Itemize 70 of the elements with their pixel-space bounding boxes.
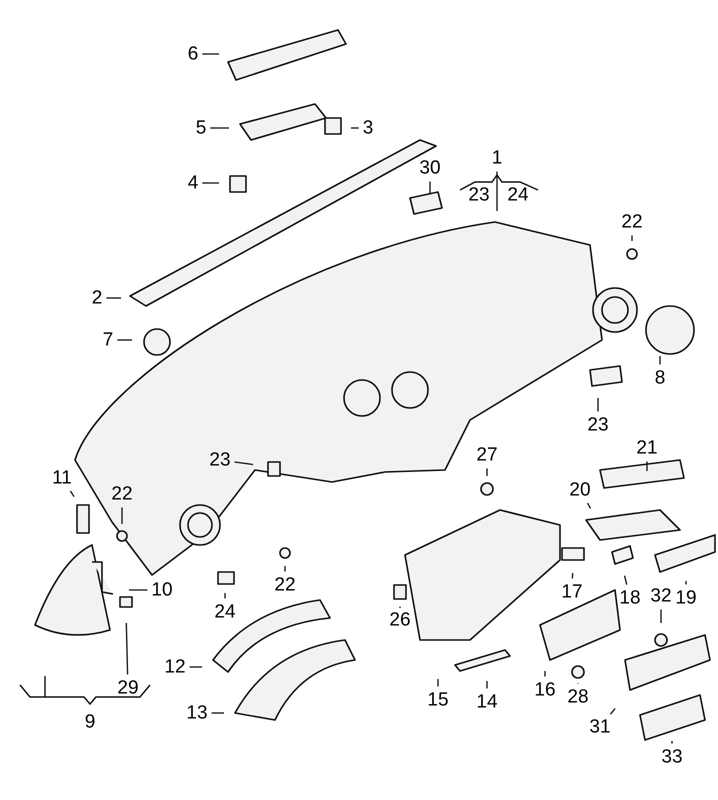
callout-number: 16 — [533, 680, 557, 700]
callout-number: 29 — [116, 678, 140, 698]
callout-number: 10 — [150, 580, 174, 600]
callout-number: 22 — [273, 574, 297, 596]
leader-line — [212, 712, 224, 714]
leader-line — [106, 297, 121, 299]
leader-line — [624, 576, 628, 585]
callout-number: 7 — [102, 330, 114, 350]
callout-number: 2 — [90, 288, 104, 308]
callout-number: 9 — [84, 712, 96, 732]
callout-number: 32 — [649, 586, 673, 606]
leader-line — [646, 462, 648, 471]
leader-line — [496, 172, 498, 211]
leader-line — [429, 182, 431, 194]
callout-number: 21 — [635, 438, 659, 458]
leader-line — [671, 741, 673, 744]
callout-number: 14 — [475, 692, 499, 712]
leader-line — [610, 708, 616, 715]
leader-line — [117, 339, 132, 341]
callout-number: 6 — [186, 44, 200, 64]
callout-number: 31 — [588, 716, 612, 738]
callout-number: 23 — [467, 184, 491, 206]
callout-number: 33 — [660, 746, 684, 768]
callout-number: 18 — [618, 588, 642, 608]
leader-line — [121, 508, 123, 524]
leader-line — [351, 127, 359, 129]
leader-line — [597, 398, 599, 412]
callout-number: 15 — [426, 690, 450, 710]
callout-number: 26 — [388, 610, 412, 630]
callout-number: 19 — [674, 588, 698, 608]
callout-number: 28 — [566, 686, 590, 708]
callout-number: 13 — [185, 702, 209, 724]
leader-line — [486, 468, 488, 476]
leader-line — [284, 566, 286, 572]
leader-line — [659, 356, 661, 364]
leader-line — [129, 589, 148, 591]
leader-line — [234, 461, 254, 466]
callout-number: 8 — [654, 368, 666, 388]
callout-number: 27 — [475, 444, 499, 466]
leader-line — [486, 681, 488, 688]
callout-number: 5 — [194, 118, 208, 138]
callout-number: 20 — [568, 480, 592, 500]
callout-number: 1 — [490, 148, 504, 168]
leader-line — [202, 182, 219, 184]
callout-number: 24 — [506, 184, 530, 206]
callout-number: 12 — [163, 656, 187, 678]
callout-number: 11 — [51, 468, 73, 488]
leader-line — [224, 593, 226, 598]
leader-line — [70, 490, 75, 498]
callout-number: 23 — [208, 450, 232, 470]
callout-number: 3 — [362, 118, 374, 138]
leader-line — [437, 679, 439, 686]
callout-number: 24 — [213, 602, 237, 622]
callout-number: 23 — [586, 414, 610, 436]
leader-line — [572, 572, 574, 579]
leader-line — [685, 581, 687, 584]
leader-line — [210, 127, 229, 129]
leader-line — [190, 666, 202, 668]
leader-line — [399, 606, 401, 608]
leader-line — [126, 622, 128, 675]
callout-number: 17 — [560, 582, 584, 602]
callout-number: 30 — [418, 158, 442, 178]
leader-line — [631, 236, 633, 241]
leader-line — [544, 671, 546, 676]
callout-number: 22 — [620, 212, 644, 232]
callout-number: 22 — [110, 484, 134, 504]
leader-line — [202, 53, 219, 55]
callout-number: 4 — [186, 172, 200, 194]
leader-line — [660, 610, 662, 623]
leader-line — [586, 502, 592, 509]
